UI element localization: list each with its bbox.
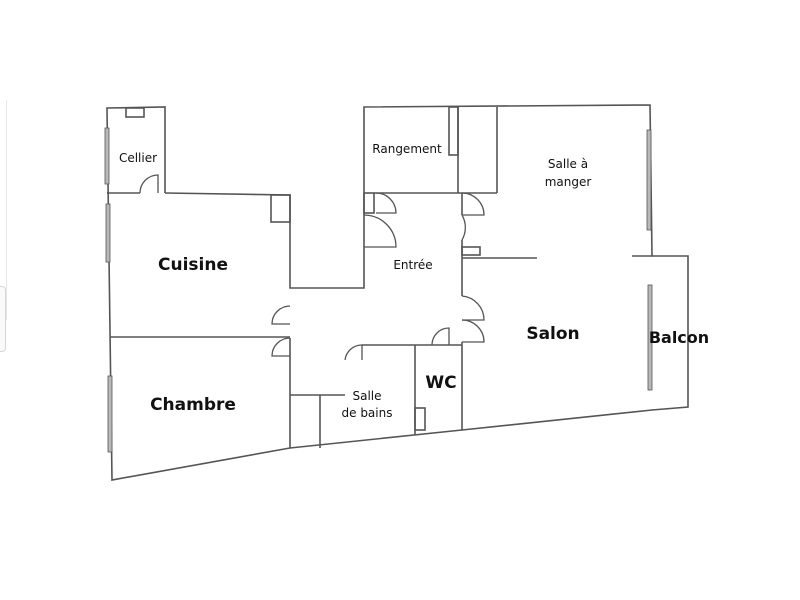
doors — [139, 174, 485, 361]
label-salle-de-bains-line1: Salle — [352, 389, 381, 403]
label-salle-a-manger-line1: Salle à — [548, 157, 588, 171]
left-edge-divider — [0, 100, 7, 320]
door-salle-a-manger — [461, 192, 485, 216]
label-cellier: Cellier — [119, 151, 157, 165]
door-salon-lower — [461, 319, 485, 343]
label-balcon: Balcon — [649, 328, 709, 347]
outer-wall-north — [164, 104, 689, 449]
wc-fixture — [414, 407, 426, 431]
rangement-fixture — [448, 106, 459, 156]
cuisine-fixture — [270, 194, 291, 223]
window-cellier — [104, 127, 110, 185]
side-panel-handle[interactable] — [0, 286, 6, 352]
rangement-door-jamb — [363, 192, 375, 214]
label-entree: Entrée — [393, 258, 432, 272]
label-cuisine: Cuisine — [158, 255, 228, 275]
window-chambre — [107, 375, 113, 453]
interior-walls — [107, 106, 652, 448]
window-cuisine — [105, 203, 111, 263]
door-rangement — [375, 192, 397, 214]
door-chambre — [271, 337, 291, 357]
entree-fixture — [461, 246, 481, 256]
door-cellier — [139, 174, 159, 194]
door-entree-main — [363, 214, 397, 248]
label-salle-de-bains-line2: de bains — [342, 406, 393, 420]
window-salle-a-manger — [646, 129, 652, 231]
label-rangement: Rangement — [372, 142, 442, 156]
door-entree-side — [461, 214, 466, 241]
label-chambre: Chambre — [150, 395, 236, 415]
outer-walls — [106, 104, 689, 481]
windows — [104, 127, 653, 453]
window-salon — [647, 284, 653, 391]
label-salon: Salon — [526, 324, 579, 344]
door-salon — [461, 295, 485, 321]
door-wc — [431, 327, 450, 346]
label-salle-a-manger-line2: manger — [545, 175, 592, 189]
cellier-fixture — [125, 107, 145, 118]
room-labels: Cellier Rangement Salle à manger Cuisine… — [119, 142, 709, 420]
door-salle-de-bains — [344, 344, 363, 361]
door-cuisine — [271, 305, 291, 325]
label-wc: WC — [425, 373, 456, 393]
outer-wall-west — [106, 106, 291, 481]
